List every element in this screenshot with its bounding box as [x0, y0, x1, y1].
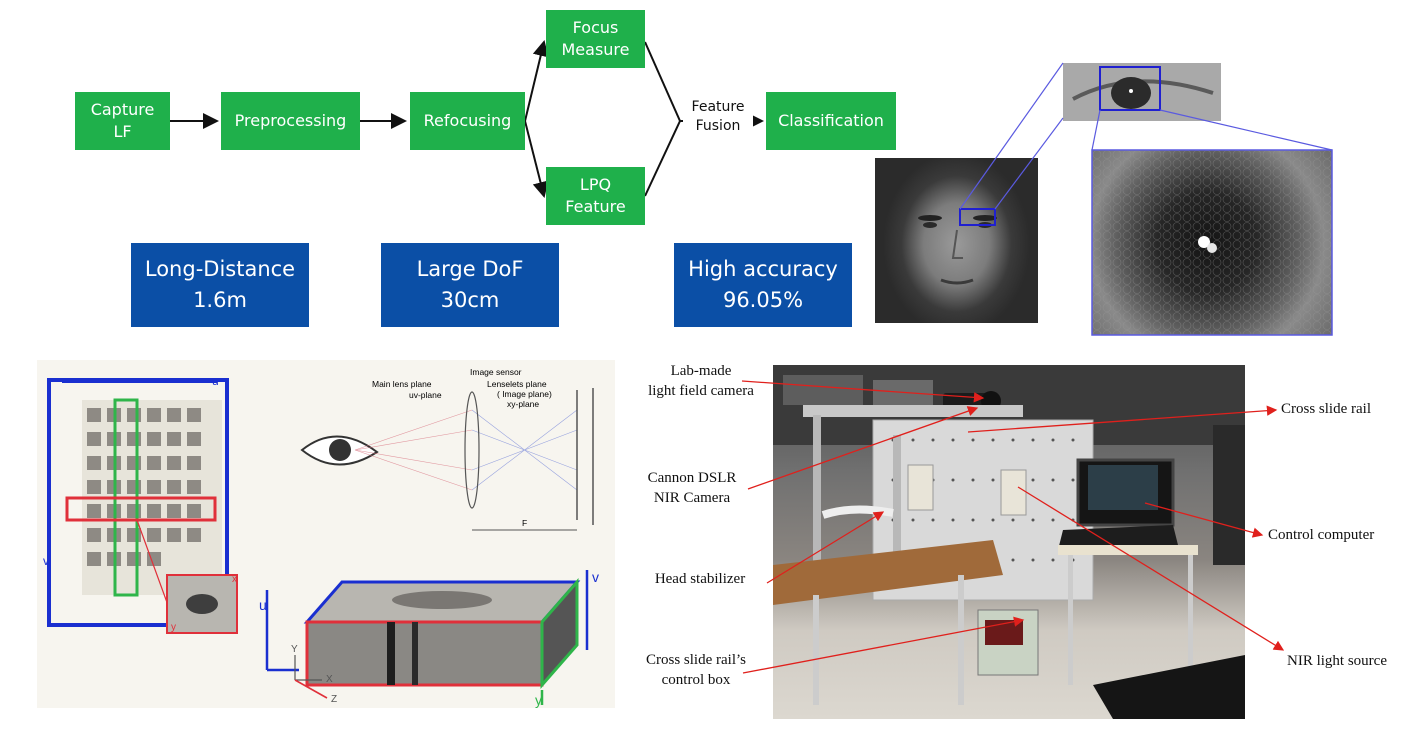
highlight-high-accuracy: High accuracy 96.05% [674, 243, 852, 327]
label-nir-source: NIR light source [1287, 653, 1387, 669]
label-cross-rail: Cross slide rail [1281, 401, 1371, 417]
zoom-guide-lines [959, 62, 1333, 336]
eye-crop-image [1063, 63, 1221, 121]
highlight-large-dof: Large DoF 30cm [381, 243, 559, 327]
grid-axis-x: x [232, 574, 237, 585]
volume-axis-v: v [592, 569, 599, 585]
label-control-box: Cross slide rail’s control box [646, 652, 746, 688]
label-dslr: Cannon DSLR NIR Camera [647, 470, 737, 506]
grid-axis-u: u [212, 374, 219, 388]
face-image [875, 158, 1038, 323]
optics-diagram: u v y x Image sensor Main lens plane uv-… [37, 360, 615, 708]
optics-image-sensor: Image sensor [470, 367, 522, 377]
optics-uv-plane: uv-plane [409, 390, 442, 400]
label-control-computer: Control computer [1268, 527, 1375, 543]
feature-fusion-label: Feature Fusion [683, 98, 753, 136]
capture-lf-box: Capture LF [75, 92, 170, 150]
optics-diagram-art: u v y x Image sensor Main lens plane uv-… [43, 367, 599, 708]
highlight-long-distance: Long-Distance 1.6m [131, 243, 309, 327]
optics-f-label: F [522, 518, 527, 528]
zoomed-lenslet-art [1092, 150, 1332, 335]
volume-axis-X: X [326, 674, 333, 685]
zoomed-lenslet-image [1092, 150, 1332, 335]
volume-axis-Y: Y [291, 644, 298, 655]
setup-photo [773, 365, 1245, 719]
focus-measure-box: Focus Measure [546, 10, 645, 68]
refocusing-box: Refocusing [410, 92, 525, 150]
optics-main-lens: Main lens plane [372, 379, 432, 389]
optics-image-plane: ( Image plane) [497, 389, 552, 399]
label-lab-camera: Lab-made light field camera [648, 363, 754, 399]
label-head-stabilizer: Head stabilizer [654, 571, 746, 587]
preprocessing-box: Preprocessing [221, 92, 360, 150]
classification-box: Classification [766, 92, 896, 150]
volume-axis-y: y [535, 692, 542, 708]
lpq-feature-box: LPQ Feature [546, 167, 645, 225]
grid-axis-y: y [171, 622, 176, 633]
grid-axis-v: v [43, 554, 49, 568]
optics-xy-plane: xy-plane [507, 399, 539, 409]
volume-axis-Z: Z [331, 694, 337, 705]
eye-crop-art [1072, 77, 1214, 109]
volume-axis-u: u [259, 597, 267, 613]
optics-lenselets: Lenselets plane [487, 379, 547, 389]
